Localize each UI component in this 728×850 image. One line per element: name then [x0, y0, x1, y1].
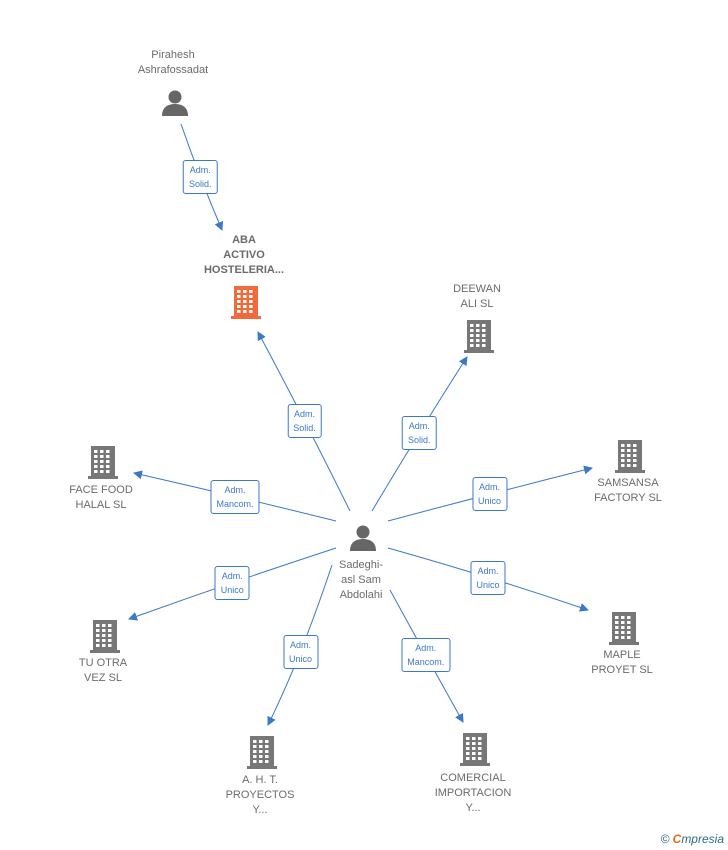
node-label-aba[interactable]: ABA ACTIVO HOSTELERIA...: [203, 234, 285, 276]
building-icon[interactable]: [459, 731, 491, 772]
brand-initial: C: [672, 832, 682, 846]
brand-name: mpresia: [681, 832, 724, 846]
node-label-deewan[interactable]: DEEWAN ALI SL: [453, 283, 501, 310]
edge-label-sadeghi-to-deewan[interactable]: Adm. Solid.: [401, 416, 437, 450]
building-icon[interactable]: [246, 734, 278, 775]
node-label-aht[interactable]: A. H. T. PROYECTOS Y...: [225, 774, 295, 816]
building-icon[interactable]: [87, 444, 119, 485]
edge-label-pirahesh-to-aba[interactable]: Adm. Solid.: [182, 159, 218, 194]
node-label-comercial[interactable]: COMERCIAL IMPORTACION Y...: [434, 772, 512, 814]
building-icon[interactable]: [89, 618, 121, 659]
person-icon[interactable]: [160, 88, 190, 123]
node-label-tuotra[interactable]: TU OTRA VEZ SL: [78, 657, 128, 684]
edge-label-sadeghi-to-maple[interactable]: Adm. Unico: [470, 560, 506, 595]
building-icon[interactable]: [614, 438, 646, 479]
building-icon[interactable]: [463, 318, 495, 359]
node-label-facefood[interactable]: FACE FOOD HALAL SL: [69, 484, 133, 511]
node-label-sadeghi[interactable]: Sadeghi- asl Sam Abdolahi: [338, 559, 384, 601]
node-label-maple[interactable]: MAPLE PROYET SL: [591, 649, 653, 676]
edge-label-sadeghi-to-aba[interactable]: Adm. Solid.: [287, 403, 322, 438]
edge-label-sadeghi-to-tuotra[interactable]: Adm. Unico: [214, 565, 250, 600]
empresia-watermark: ©Cmpresia: [661, 832, 724, 846]
person-icon[interactable]: [348, 523, 378, 558]
node-label-samsansa[interactable]: SAMSANSA FACTORY SL: [594, 477, 662, 504]
edge-label-sadeghi-to-comercial[interactable]: Adm. Mancom.: [401, 638, 451, 672]
edge-label-sadeghi-to-facefood[interactable]: Adm. Mancom.: [210, 479, 260, 514]
copyright-symbol: ©: [660, 832, 670, 846]
edge-label-sadeghi-to-samsansa[interactable]: Adm. Unico: [471, 477, 508, 512]
building-icon[interactable]: [608, 610, 640, 651]
building-icon[interactable]: [230, 284, 262, 325]
node-label-pirahesh[interactable]: Pirahesh Ashrafossadat: [137, 49, 209, 76]
edge-label-sadeghi-to-aht[interactable]: Adm. Unico: [282, 634, 319, 669]
